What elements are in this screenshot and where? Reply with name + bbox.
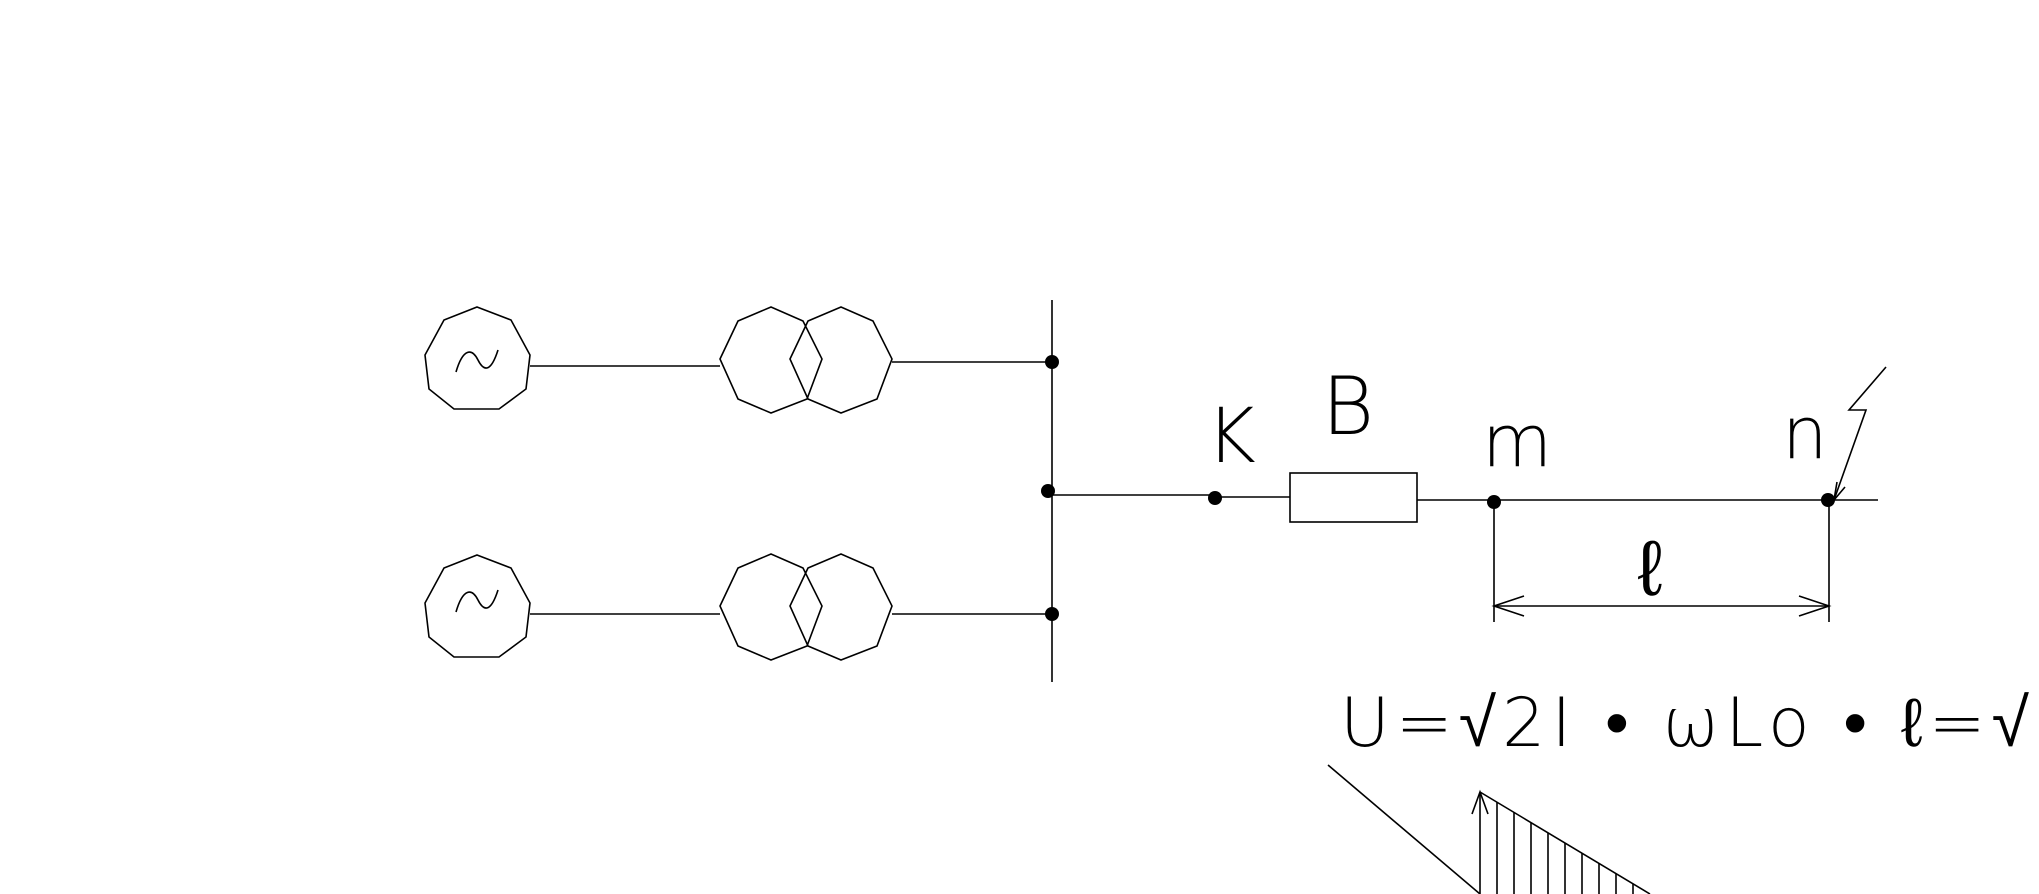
node-n-label: n — [1782, 391, 1828, 475]
transformer-2-winding-right — [789, 553, 893, 661]
length-dimension — [1491, 506, 1832, 622]
dimension-arrow-right — [1798, 595, 1832, 617]
transformer-2 — [719, 553, 893, 661]
transformer-2-winding-left — [719, 553, 823, 661]
fault-arrowhead — [1832, 481, 1846, 503]
bus-node-top — [1045, 355, 1059, 369]
graph-slope-line — [1327, 764, 1481, 894]
generator-2-symbol — [424, 554, 531, 658]
bus-node-middle — [1041, 484, 1055, 498]
transformer-1-winding-left — [719, 306, 823, 414]
voltage-formula: U=√2I • ωLo • ℓ=√2I • X — [1340, 684, 2039, 763]
generator-1-symbol — [424, 306, 531, 410]
node-m — [1487, 495, 1501, 509]
bus-node-bottom — [1045, 607, 1059, 621]
node-m-label: m — [1482, 399, 1552, 483]
fault-lightning-icon — [1833, 366, 1887, 501]
length-label: ℓ — [1637, 524, 1662, 614]
generator-2-sine-icon — [455, 589, 499, 613]
transformer-1 — [719, 306, 893, 414]
dimension-arrow-left — [1491, 595, 1525, 617]
voltage-distribution-graph — [1327, 764, 1651, 894]
element-b — [1289, 472, 1418, 523]
node-k — [1208, 491, 1222, 505]
generator-2 — [424, 554, 531, 658]
node-k-label: K — [1206, 391, 1256, 480]
generator-1 — [424, 306, 531, 410]
transformer-1-winding-right — [789, 306, 893, 414]
element-b-label: B — [1322, 360, 1374, 453]
generator-1-sine-icon — [455, 349, 499, 373]
node-n — [1821, 493, 1835, 507]
